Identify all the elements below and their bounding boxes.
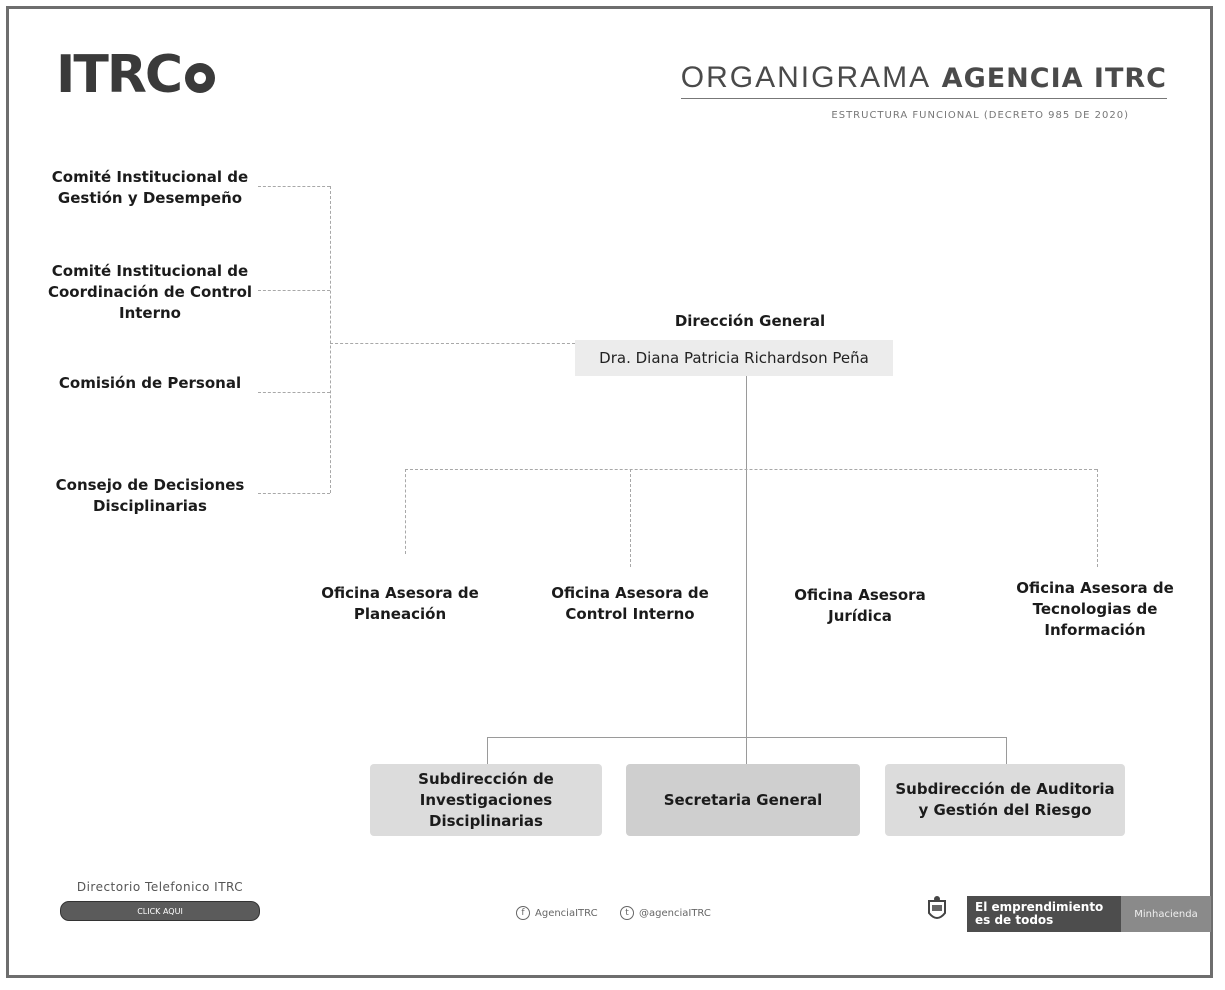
committee-decisiones-disciplinarias: Consejo de Decisiones Disciplinarias bbox=[55, 476, 245, 515]
subdirection-auditoria-label: Subdirección de Auditoria y Gestión del … bbox=[895, 780, 1115, 819]
office-juridica: Oficina Asesora Jurídica bbox=[794, 586, 926, 625]
direction-title: Dirección General bbox=[674, 312, 826, 330]
title-light: ORGANIGRAMA bbox=[680, 61, 932, 94]
subdirection-investigaciones-label: Subdirección de Investigaciones Discipli… bbox=[418, 769, 554, 830]
slogan-banner: El emprendimiento es de todos bbox=[967, 896, 1121, 932]
committee-connector bbox=[258, 392, 330, 393]
office-tecnologias: Oficina Asesora de Tecnologias de Inform… bbox=[1016, 579, 1174, 639]
director-name: Dra. Diana Patricia Richardson Peña bbox=[599, 349, 869, 367]
committee-control-interno: Comité Institucional de Coordinación de … bbox=[47, 262, 253, 322]
committee-connector bbox=[258, 493, 330, 494]
title-bold: AGENCIA ITRC bbox=[941, 63, 1167, 94]
twitter-icon: t bbox=[620, 906, 634, 920]
committee-gestion-desempeno: Comité Institucional de Gestión y Desemp… bbox=[51, 168, 249, 207]
facebook-icon: f bbox=[516, 906, 530, 920]
twitter-link[interactable]: t @agenciaITRC bbox=[620, 906, 711, 920]
committee-comision-personal: Comisión de Personal bbox=[58, 374, 242, 392]
office-drop bbox=[1097, 469, 1098, 567]
committee-connector bbox=[258, 186, 330, 187]
subdirection-drop bbox=[746, 737, 747, 764]
subdirections-connector bbox=[487, 737, 1007, 738]
page-frame bbox=[6, 6, 1213, 978]
logo-mark-icon bbox=[185, 63, 216, 93]
subdirection-drop bbox=[1006, 737, 1007, 764]
director-name-box: Dra. Diana Patricia Richardson Peña bbox=[575, 340, 893, 376]
office-planeacion: Oficina Asesora de Planeación bbox=[321, 584, 479, 623]
office-control-interno: Oficina Asesora de Control Interno bbox=[551, 584, 709, 623]
facebook-link[interactable]: f AgenciaITRC bbox=[516, 906, 598, 920]
facebook-handle: AgenciaITRC bbox=[535, 907, 598, 919]
page-subtitle: ESTRUCTURA FUNCIONAL (DECRETO 985 DE 202… bbox=[831, 110, 1129, 121]
secretaria-general: Secretaria General bbox=[626, 764, 860, 836]
offices-connector bbox=[405, 469, 1097, 470]
main-trunk bbox=[746, 376, 747, 737]
phone-directory-label: Directorio Telefonico ITRC bbox=[76, 880, 244, 894]
subdirection-auditoria: Subdirección de Auditoria y Gestión del … bbox=[885, 764, 1125, 836]
colombia-crest-icon bbox=[928, 896, 946, 919]
subdirection-investigaciones: Subdirección de Investigaciones Discipli… bbox=[370, 764, 602, 836]
logo-text: ITRC bbox=[56, 45, 183, 105]
committee-trunk bbox=[330, 186, 331, 493]
page-title: ORGANIGRAMA AGENCIA ITRC bbox=[680, 60, 1167, 99]
secretaria-general-label: Secretaria General bbox=[663, 790, 823, 809]
ministry-banner: Minhacienda bbox=[1121, 896, 1211, 932]
committee-connector bbox=[258, 290, 330, 291]
click-here-button[interactable]: CLICK AQUI bbox=[60, 901, 260, 921]
subdirection-drop bbox=[487, 737, 488, 764]
itrc-logo: ITRC bbox=[56, 45, 216, 105]
office-drop bbox=[630, 469, 631, 567]
office-drop bbox=[405, 469, 406, 554]
committee-to-direction-connector bbox=[330, 343, 575, 344]
twitter-handle: @agenciaITRC bbox=[639, 907, 711, 919]
